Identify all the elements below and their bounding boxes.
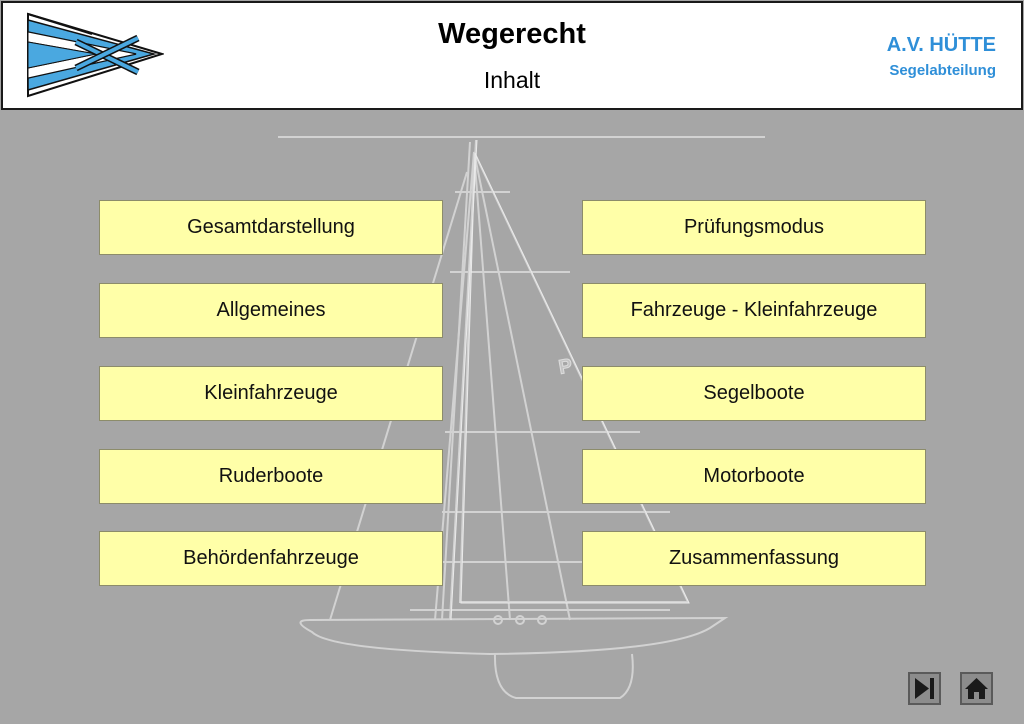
menu-button-gesamtdarstellung[interactable]: Gesamtdarstellung (99, 200, 443, 255)
header-bar: Wegerecht Inhalt A.V. HÜTTE Segelabteilu… (0, 0, 1024, 111)
menu-button-fahrzeuge-kleinfahrzeuge[interactable]: Fahrzeuge - Kleinfahrzeuge (582, 283, 926, 338)
menu-button-motorboote[interactable]: Motorboote (582, 449, 926, 504)
home-button[interactable] (960, 672, 993, 705)
home-icon (965, 678, 988, 699)
menu-button-pruefungsmodus[interactable]: Prüfungsmodus (582, 200, 926, 255)
next-button[interactable] (908, 672, 941, 705)
sail-letter: P (557, 355, 574, 379)
menu-button-behoerdenfahrzeuge[interactable]: Behördenfahrzeuge (99, 531, 443, 586)
menu-button-zusammenfassung[interactable]: Zusammenfassung (582, 531, 926, 586)
menu-button-ruderboote[interactable]: Ruderboote (99, 449, 443, 504)
menu-button-allgemeines[interactable]: Allgemeines (99, 283, 443, 338)
header-panel (1, 1, 1023, 110)
org-department: Segelabteilung (889, 62, 996, 79)
menu-button-kleinfahrzeuge[interactable]: Kleinfahrzeuge (99, 366, 443, 421)
menu-button-segelboote[interactable]: Segelboote (582, 366, 926, 421)
page-title: Wegerecht (438, 18, 586, 50)
skip-next-icon (915, 678, 934, 699)
page-subtitle: Inhalt (483, 67, 541, 93)
club-pennant-logo (27, 12, 164, 98)
org-name: A.V. HÜTTE (886, 34, 996, 56)
